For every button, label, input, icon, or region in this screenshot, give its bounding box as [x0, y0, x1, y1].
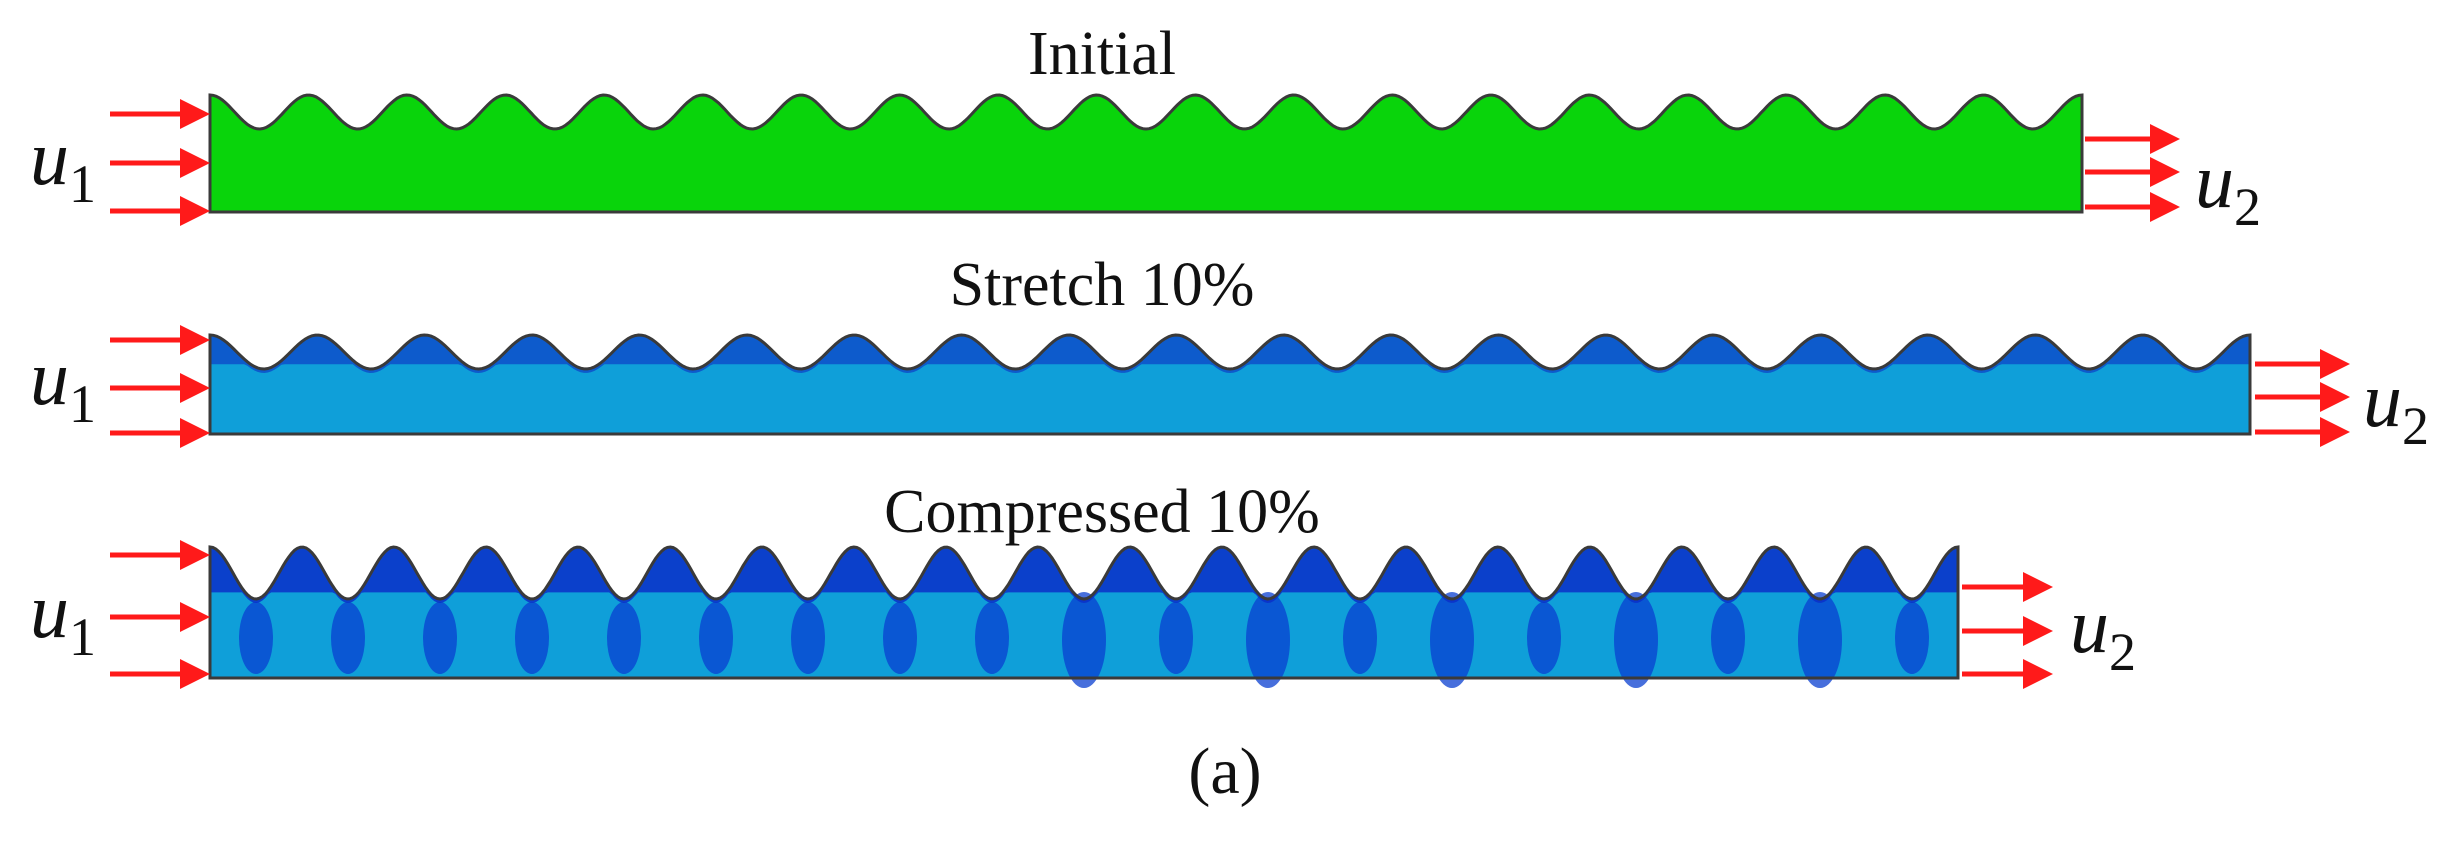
panel-compressed: Compressed 10% u1 u2: [30, 478, 2136, 689]
stress-pocket: [1798, 592, 1842, 688]
right-arrows-compressed: [1962, 572, 2053, 689]
stress-pocket: [331, 602, 365, 674]
label-u2-initial: u2: [2195, 137, 2261, 237]
figure-caption: (a): [1188, 735, 1261, 808]
panel-title-compressed: Compressed 10%: [884, 478, 1320, 546]
left-arrows-stretch: [110, 325, 210, 448]
label-u2-compressed: u2: [2070, 582, 2136, 682]
left-arrows-initial: [110, 99, 210, 226]
beam-outline-stretch: [208, 333, 2252, 436]
stress-pocket: [607, 602, 641, 674]
beam-initial: [208, 93, 2084, 214]
stress-pocket: [1527, 602, 1561, 674]
panel-stretch: Stretch 10% u1 u2: [30, 251, 2429, 456]
stress-band-compressed: [210, 547, 1958, 603]
stress-pocket: [699, 602, 733, 674]
panel-initial: Initial u1 u2: [30, 20, 2261, 237]
stress-band-stretch: [210, 335, 2250, 373]
stress-pocket: [1159, 602, 1193, 674]
stress-pocket: [791, 602, 825, 674]
stress-pocket: [1895, 602, 1929, 674]
stress-pocket: [1062, 592, 1106, 688]
stress-pocket: [423, 602, 457, 674]
stress-pocket: [239, 602, 273, 674]
label-u2-stretch: u2: [2363, 356, 2429, 456]
stress-pocket: [975, 602, 1009, 674]
label-u1-compressed: u1: [30, 567, 96, 667]
stress-pocket: [1711, 602, 1745, 674]
left-arrows-compressed: [110, 540, 210, 689]
label-u1-initial: u1: [30, 114, 96, 214]
stress-pocket: [515, 602, 549, 674]
beam-outline-compressed: [208, 545, 1960, 680]
stress-pocket: [1430, 592, 1474, 688]
stress-pocket: [1343, 602, 1377, 674]
stress-pocket: [1246, 592, 1290, 688]
label-u1-stretch: u1: [30, 334, 96, 434]
right-arrows-stretch: [2255, 349, 2350, 447]
stress-pocket: [1614, 592, 1658, 688]
stress-pocket: [883, 602, 917, 674]
right-arrows-initial: [2085, 124, 2180, 222]
panel-title-initial: Initial: [1028, 20, 1176, 88]
stress-pockets-compressed: [239, 592, 1929, 688]
panel-title-stretch: Stretch 10%: [950, 251, 1255, 319]
